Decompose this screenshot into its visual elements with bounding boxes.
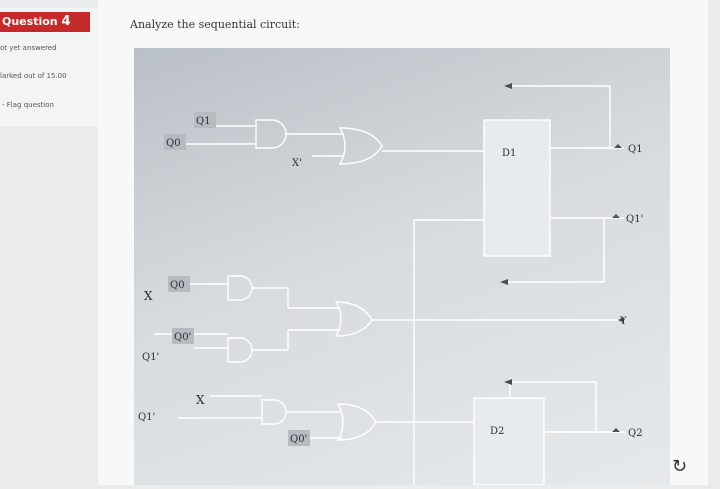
q0p-low-label-box [288, 430, 310, 446]
q1-top-label: Q1 [196, 116, 211, 127]
q0-mid-label-box [168, 276, 190, 292]
question-number: 4 [61, 14, 71, 29]
q1-prime-low-label: Q1' [138, 412, 155, 423]
question-label: Question [2, 15, 58, 28]
flag-question-label: Flag question [6, 101, 54, 109]
q1-top-label-box [194, 112, 216, 128]
x-low-label: X [196, 393, 205, 407]
q1-prime-mid-label: Q1' [142, 352, 159, 363]
q1-output-label: Q1 [628, 144, 643, 155]
q2-output-label: Q2 [628, 428, 643, 439]
question-info-panel: Question 4 ot yet answered larked out of… [0, 8, 99, 126]
flag-question-link[interactable]: - Flag question [2, 101, 54, 109]
d1-label: D1 [502, 148, 516, 159]
q0-top-label: Q0 [166, 138, 181, 149]
q0-prime-low-label: Q0' [290, 434, 307, 445]
q0-prime-mid-label: Q0' [174, 332, 191, 343]
rotate-icon[interactable]: ↻ [672, 456, 688, 477]
circuit-diagram: Q1 Q0 X' D1 Q1 Q1' Q0 X Q0' Q1' Y X Q1' … [134, 48, 670, 486]
q1-prime-output-label: Q1' [626, 214, 643, 225]
question-marks: larked out of 15.00 [0, 72, 67, 80]
flag-icon: - [2, 101, 5, 109]
question-prompt: Analyze the sequential circuit: [130, 18, 300, 31]
q0p-mid-label-box [172, 328, 194, 344]
question-badge: Question 4 [0, 12, 90, 32]
y-output-label: Y [619, 316, 627, 327]
q0-top-label-box [164, 134, 186, 150]
q0-mid-label: Q0 [170, 280, 185, 291]
question-status: ot yet answered [0, 44, 57, 52]
x-mid-label: X [144, 289, 153, 303]
x-prime-top-label: X' [292, 158, 302, 169]
d2-label: D2 [490, 426, 504, 437]
